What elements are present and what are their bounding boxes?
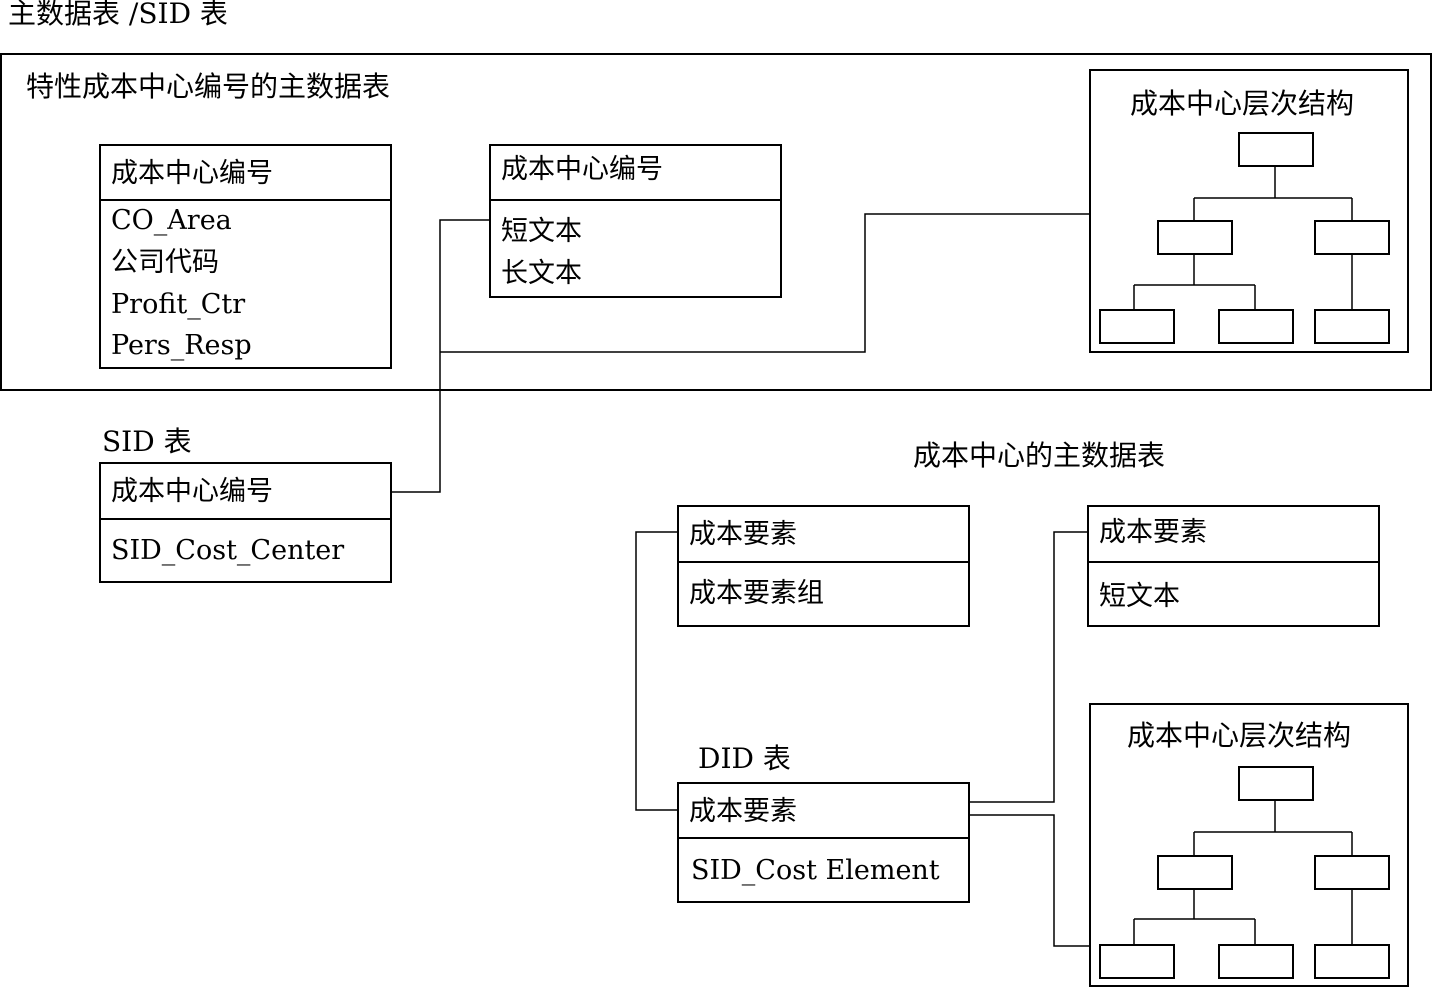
- diagram-top-title: 主数据表 /SID 表: [8, 0, 228, 30]
- table-header-text: 成本中心编号: [111, 158, 273, 189]
- table-header-text: 成本中心编号: [111, 476, 273, 507]
- table-field: Profit_Ctr: [111, 289, 246, 320]
- hierarchy-connector: [1133, 254, 1353, 310]
- hierarchy-node: [1218, 944, 1294, 979]
- hierarchy-node: [1099, 944, 1175, 979]
- did-to-text-connector: [969, 531, 1088, 803]
- table-header: 成本要素: [1089, 507, 1378, 563]
- lower-section-title: 成本中心的主数据表: [913, 439, 1166, 472]
- upper-hierarchy-chart: [1089, 69, 1409, 353]
- table-header: 成本中心编号: [101, 464, 390, 520]
- sid-table-label: SID 表: [102, 425, 192, 458]
- hierarchy-node: [1314, 944, 1390, 979]
- lower-hierarchy-title: 成本中心层次结构: [1127, 719, 1352, 752]
- table-field: 公司代码: [111, 247, 219, 278]
- table-field: 长文本: [501, 258, 582, 289]
- hierarchy-frame: [1089, 69, 1409, 353]
- hierarchy-node: [1238, 132, 1314, 167]
- hierarchy-node: [1157, 220, 1233, 255]
- hierarchy-connector: [1133, 889, 1353, 945]
- hierarchy-node: [1099, 309, 1175, 344]
- table-header: 成本中心编号: [491, 146, 780, 201]
- lower-hierarchy-chart: [1089, 703, 1409, 987]
- table-header-text: 成本中心编号: [501, 154, 663, 185]
- upper-hierarchy-title: 成本中心层次结构: [1130, 87, 1355, 120]
- cost-element-text-table: 成本要素 短文本: [1087, 505, 1380, 627]
- hierarchy-node: [1218, 309, 1294, 344]
- table-header: 成本要素: [679, 784, 968, 839]
- hierarchy-connector: [1193, 800, 1353, 856]
- hierarchy-connector: [1193, 166, 1353, 221]
- did-to-hierarchy-connector: [969, 814, 1090, 947]
- table-field: 短文本: [1099, 581, 1180, 612]
- sid-to-text-connector: [390, 219, 490, 493]
- table-header-text: 成本要素: [1099, 517, 1207, 548]
- hierarchy-node: [1314, 309, 1390, 344]
- table-header: 成本要素: [679, 507, 968, 563]
- table-field: Pers_Resp: [111, 330, 252, 361]
- hierarchy-node: [1238, 766, 1314, 801]
- did-table: 成本要素 SID_Cost Element: [677, 782, 970, 903]
- upper-panel-title: 特性成本中心编号的主数据表: [26, 70, 391, 103]
- table-field: 成本要素组: [689, 578, 824, 609]
- did-table-label: DID 表: [698, 742, 791, 775]
- table-header-text: 成本要素: [689, 796, 797, 827]
- hierarchy-node: [1314, 855, 1390, 890]
- table-field: SID_Cost Element: [691, 855, 940, 886]
- table-field: CO_Area: [111, 205, 232, 236]
- table-field: SID_Cost_Center: [111, 535, 345, 566]
- cost-element-master-table: 成本要素 成本要素组: [677, 505, 970, 627]
- hierarchy-frame: [1089, 703, 1409, 987]
- hierarchy-node: [1157, 855, 1233, 890]
- table-header-text: 成本要素: [689, 519, 797, 550]
- cost-center-text-table: 成本中心编号 短文本 长文本: [489, 144, 782, 298]
- sid-to-hierarchy-connector: [440, 213, 1090, 353]
- upper-panel-frame: [0, 53, 1432, 391]
- did-to-master-connector: [635, 531, 678, 811]
- sid-table: 成本中心编号 SID_Cost_Center: [99, 462, 392, 583]
- cost-center-master-table: 成本中心编号 CO_Area 公司代码 Profit_Ctr Pers_Resp: [99, 144, 392, 369]
- hierarchy-node: [1314, 220, 1390, 255]
- table-field: 短文本: [501, 216, 582, 247]
- table-header: 成本中心编号: [101, 146, 390, 201]
